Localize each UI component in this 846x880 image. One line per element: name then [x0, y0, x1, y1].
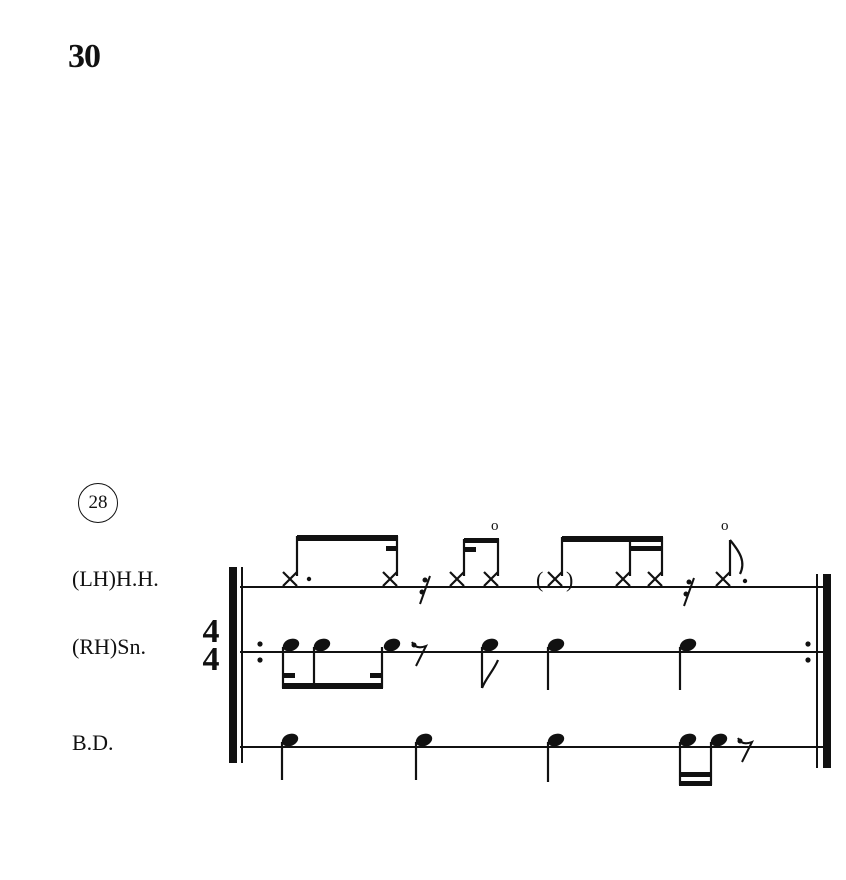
bassdrum-beam: [679, 781, 712, 786]
bassdrum-beam: [679, 772, 712, 777]
end-thick-barline: [823, 574, 831, 768]
hihat-x-note: [483, 571, 499, 587]
hihat-open-mark: o: [491, 518, 499, 534]
hihat-sixteenth-rest: [683, 577, 695, 607]
hihat-dot: [742, 578, 748, 584]
time-signature: 4 4: [195, 613, 227, 678]
hihat-parenthesis: ): [566, 567, 573, 592]
hihat-parenthesis: (: [536, 567, 543, 592]
repeat-start-dot: [257, 657, 263, 663]
snare-notehead: [383, 638, 401, 652]
exercise-number: 28: [78, 483, 118, 523]
hihat-beam: [297, 535, 398, 541]
bassdrum-notehead: [679, 733, 697, 747]
hihat-beam-sixteenth: [464, 547, 476, 552]
start-thick-barline: [229, 567, 237, 763]
hihat-beam: [562, 536, 663, 542]
repeat-end-dot: [805, 657, 811, 663]
snare-beam: [282, 683, 383, 689]
bassdrum-notehead: [547, 733, 565, 747]
staff-label-bassdrum: B.D.: [72, 730, 114, 755]
hihat-x-note: [615, 571, 631, 587]
bassdrum-eighth-rest: [737, 737, 755, 763]
hihat-sixteenth-rest: [419, 575, 431, 605]
hihat-x-note: [449, 571, 465, 587]
hihat-open-mark: o: [721, 518, 729, 534]
bassdrum-notehead: [415, 733, 433, 747]
snare-eighth-flag: [480, 659, 500, 689]
snare-eighth-rest: [411, 641, 429, 667]
snare-notehead: [313, 638, 331, 652]
snare-beam-sixteenth: [370, 673, 382, 678]
hihat-x-note: [647, 571, 663, 587]
hihat-dot: [306, 576, 312, 582]
hihat-beam: [464, 538, 499, 543]
hihat-eighth-flag: [729, 539, 744, 575]
hihat-beam-sixteenth: [630, 546, 663, 551]
bassdrum-notehead: [710, 733, 728, 747]
snare-notehead: [282, 638, 300, 652]
hihat-beam-sixteenth: [386, 546, 398, 551]
hihat-x-note: [282, 571, 298, 587]
hihat-x-note: [382, 571, 398, 587]
snare-notehead: [679, 638, 697, 652]
time-signature-numerator: 4: [202, 613, 220, 650]
snare-notehead: [547, 638, 565, 652]
snare-notehead: [481, 638, 499, 652]
staff-label-hihat: (LH)H.H.: [72, 566, 159, 591]
repeat-end-dot: [805, 641, 811, 647]
staff-label-snare: (RH)Sn.: [72, 634, 146, 659]
time-signature-denominator: 4: [202, 641, 220, 678]
bassdrum-notehead: [281, 733, 299, 747]
page-number: 30: [68, 38, 101, 75]
hihat-x-note: [715, 571, 731, 587]
repeat-start-dot: [257, 641, 263, 647]
snare-beam-sixteenth: [283, 673, 295, 678]
hihat-x-note: [547, 571, 563, 587]
